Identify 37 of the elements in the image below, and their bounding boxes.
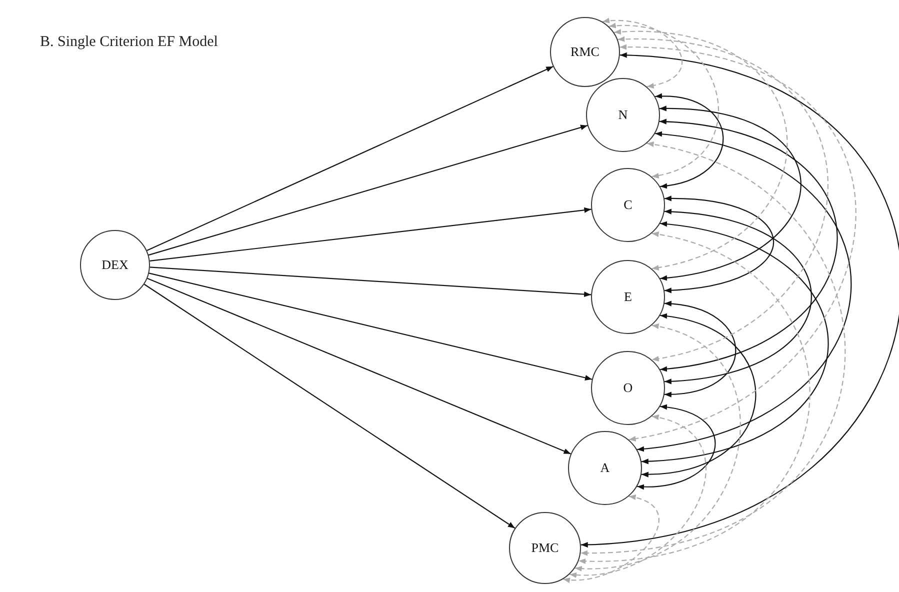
path-arrow: [150, 207, 592, 262]
covariance-arc: [636, 132, 852, 452]
covariance-arc: [664, 209, 812, 384]
covariance-arc: [578, 232, 810, 564]
path-arrow: [146, 66, 554, 252]
covariance-arc: [659, 106, 802, 280]
variable-circle: C: [591, 168, 665, 242]
covariance-arc: [659, 119, 838, 372]
variable-circle: RMC: [550, 17, 620, 87]
covariance-arc: [637, 404, 716, 490]
covariance-arc: [664, 196, 774, 293]
covariance-arc: [570, 415, 706, 578]
variable-circle: A: [568, 431, 642, 505]
covariance-arc: [614, 30, 788, 270]
path-arrow: [147, 278, 572, 454]
path-arrow: [144, 284, 516, 529]
covariance-arc: [620, 44, 856, 441]
variable-circle: O: [591, 351, 665, 425]
covariance-arc: [641, 314, 756, 477]
covariance-arc: [562, 495, 659, 582]
variable-circle: PMC: [509, 512, 581, 584]
covariance-arc: [618, 36, 828, 361]
covariance-arc: [580, 142, 846, 556]
covariance-arc: [655, 94, 724, 188]
path-arrow: [148, 272, 592, 380]
covariance-arc: [641, 222, 828, 464]
variable-circle: E: [591, 260, 665, 334]
variable-circle: N: [586, 78, 660, 152]
variable-circle: DEX: [80, 230, 150, 300]
diagram-title: B. Single Criterion EF Model: [40, 34, 218, 51]
covariance-arc: [580, 53, 899, 547]
covariance-arc: [664, 301, 736, 397]
covariance-arc: [602, 18, 683, 88]
path-arrow: [148, 124, 588, 256]
path-arrow: [150, 266, 592, 298]
covariance-arc: [574, 324, 741, 571]
covariance-arc: [608, 24, 719, 178]
